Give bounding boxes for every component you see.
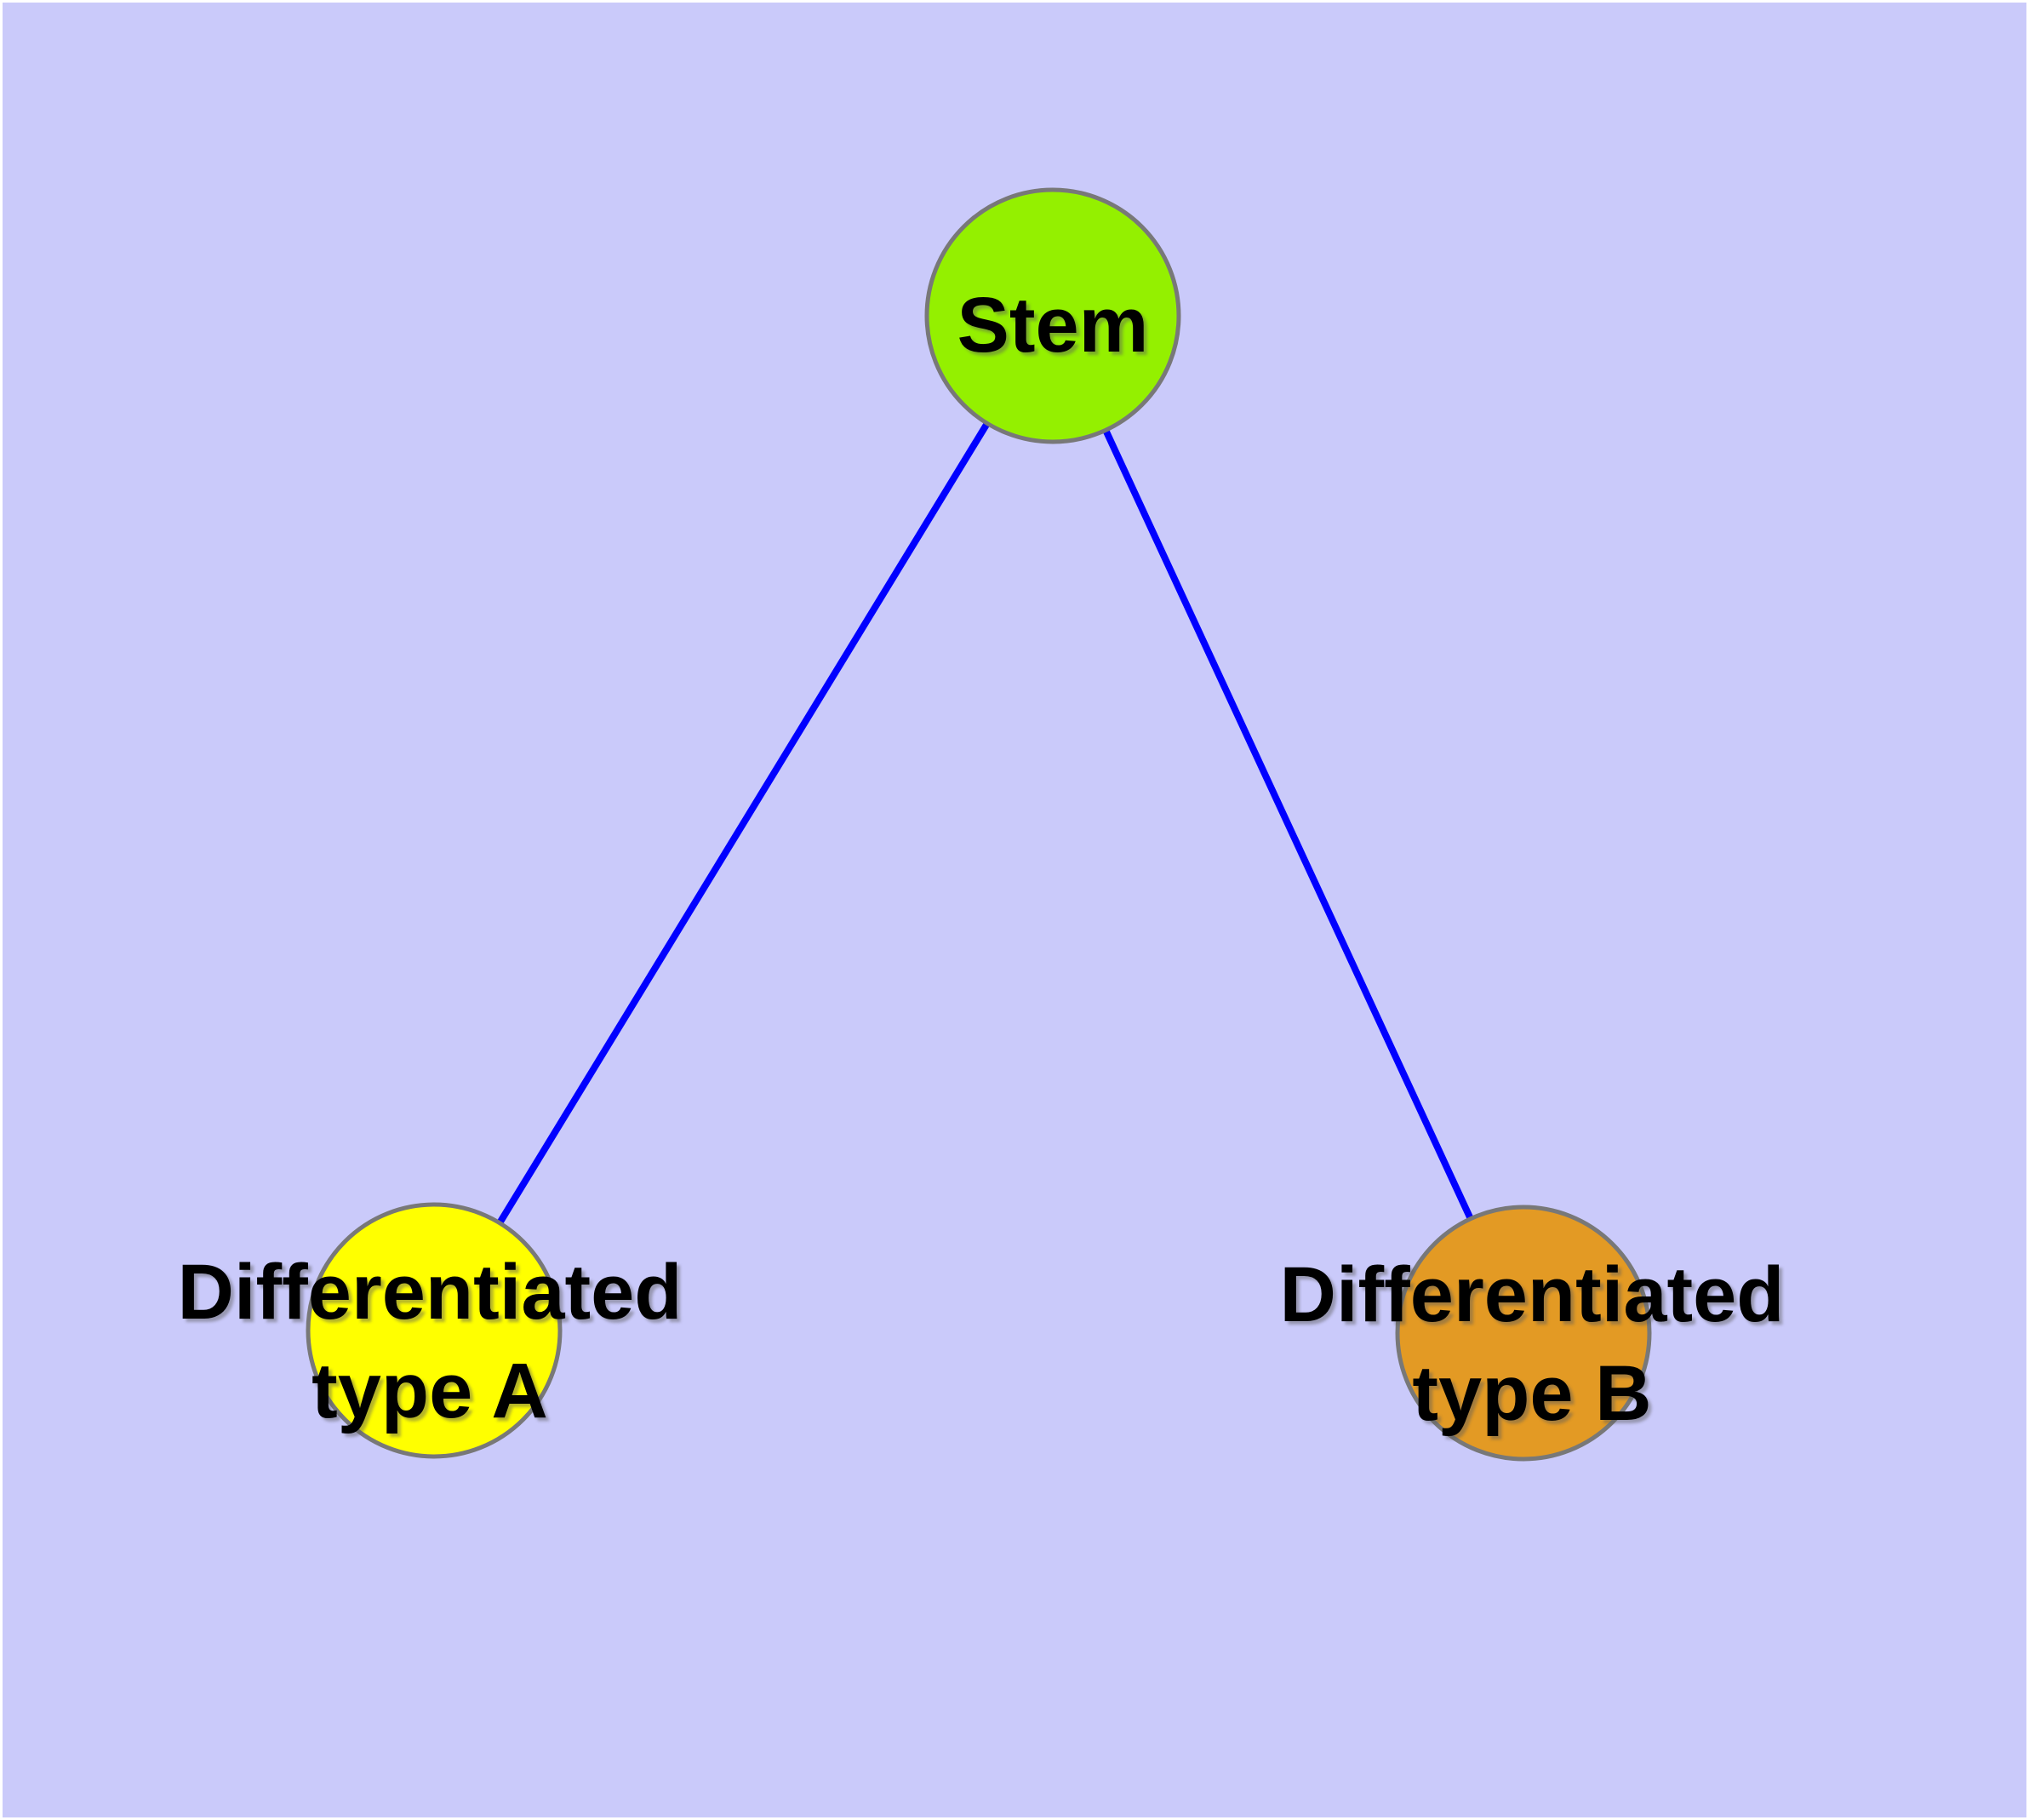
node-differentiated-type-a: Differentiated type A bbox=[178, 1202, 683, 1459]
type-a-node-label-line1: Differentiated bbox=[178, 1249, 683, 1336]
edge-stem-to-type-a bbox=[431, 313, 1056, 1333]
node-differentiated-type-b: Differentiated type B bbox=[1280, 1205, 1785, 1462]
edge-layer bbox=[431, 313, 1527, 1335]
node-stem: Stem bbox=[924, 187, 1181, 444]
stem-node-label: Stem bbox=[957, 282, 1149, 369]
edge-stem-to-type-b bbox=[1049, 314, 1527, 1335]
type-b-node-label-line2: type B bbox=[1412, 1350, 1651, 1437]
type-b-node-circle bbox=[1395, 1205, 1652, 1462]
type-b-node-label-line1: Differentiated bbox=[1280, 1251, 1785, 1338]
type-a-node-circle bbox=[306, 1202, 563, 1459]
stem-node-circle bbox=[924, 187, 1181, 444]
type-a-node-label-line2: type A bbox=[311, 1348, 548, 1434]
